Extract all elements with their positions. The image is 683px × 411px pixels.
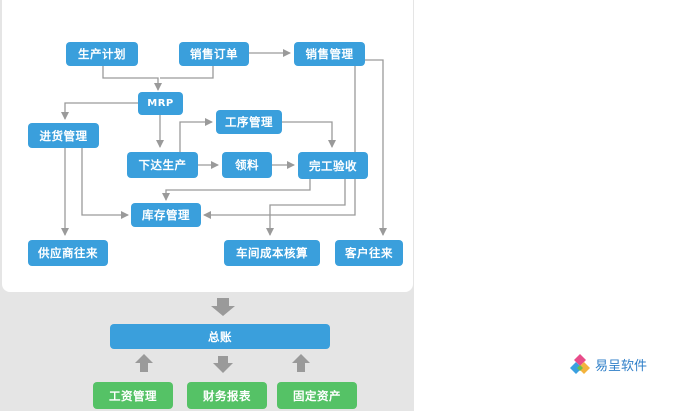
arrow-process-to-completion [282, 121, 336, 148]
node-financial-reports: 财务报表 [187, 382, 267, 409]
block-arrow-down-to-ledger [211, 298, 235, 316]
node-customer-accounts: 客户往来 [335, 240, 403, 266]
node-fixed-assets: 固定资产 [277, 382, 357, 409]
node-payroll-mgmt: 工资管理 [93, 382, 173, 409]
brand-logo: 易呈软件 [569, 353, 647, 375]
arrow-completion-to-inventory [162, 179, 311, 201]
diamond-logo-icon [570, 354, 590, 374]
arrow-issue-to-process [179, 118, 213, 153]
node-general-ledger: 总账 [110, 324, 330, 349]
arrow-mrp-to-purchase [61, 102, 138, 120]
arrow-sales-to-inventory [203, 66, 356, 219]
node-material-pick: 领料 [222, 152, 272, 178]
node-process-mgmt: 工序管理 [216, 110, 282, 134]
block-arrow-up-from-assets [292, 354, 310, 372]
node-issue-production: 下达生产 [127, 152, 198, 178]
arrow-sales-to-customer [365, 59, 387, 236]
block-arrow-down-to-reports [213, 356, 233, 373]
node-workshop-cost: 车间成本核算 [224, 240, 320, 266]
node-purchase-mgmt: 进货管理 [28, 123, 99, 148]
arrow-order-to-mrp [160, 66, 214, 79]
node-inventory-mgmt: 库存管理 [131, 203, 201, 227]
node-mrp: MRP [138, 92, 183, 115]
block-arrow-up-from-payroll [135, 354, 153, 372]
logo-text: 易呈软件 [595, 358, 648, 374]
node-production-plan: 生产计划 [66, 42, 138, 66]
node-completion-check: 完工验收 [298, 152, 368, 179]
node-sales-mgmt: 销售管理 [294, 42, 365, 66]
arrow-purchase-to-inventory [81, 148, 129, 219]
node-supplier-accounts: 供应商往来 [28, 240, 108, 266]
node-sales-order: 销售订单 [179, 42, 249, 66]
arrow-completion-to-cost [266, 179, 346, 236]
arrow-plan-to-mrp [102, 66, 162, 91]
